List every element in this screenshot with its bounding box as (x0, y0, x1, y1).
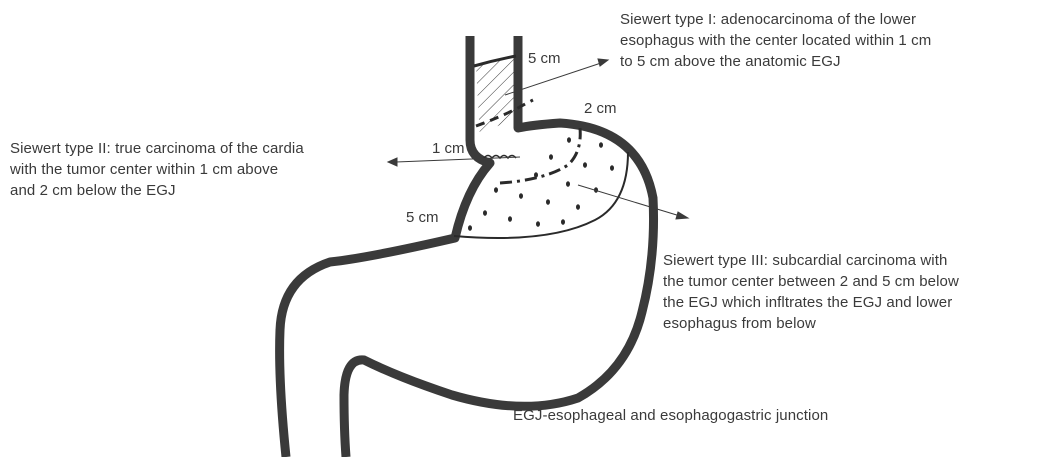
distance-label-5cm-above: 5 cm (528, 50, 561, 68)
siewert-type-3-caption: Siewert type III: subcardial carcinoma w… (663, 250, 1058, 334)
distance-label-5cm-below: 5 cm (406, 209, 439, 227)
distance-label-1cm-above: 1 cm (432, 140, 465, 158)
distance-label-2cm-below: 2 cm (584, 100, 617, 118)
egj-footnote: EGJ-esophageal and esophagogastric junct… (513, 405, 1033, 426)
type1-hatched-region (476, 58, 514, 138)
siewert-type-1-caption: Siewert type I: adenocarcinoma of the lo… (620, 9, 1060, 72)
siewert-type-2-caption: Siewert type II: true carcinoma of the c… (10, 138, 380, 201)
